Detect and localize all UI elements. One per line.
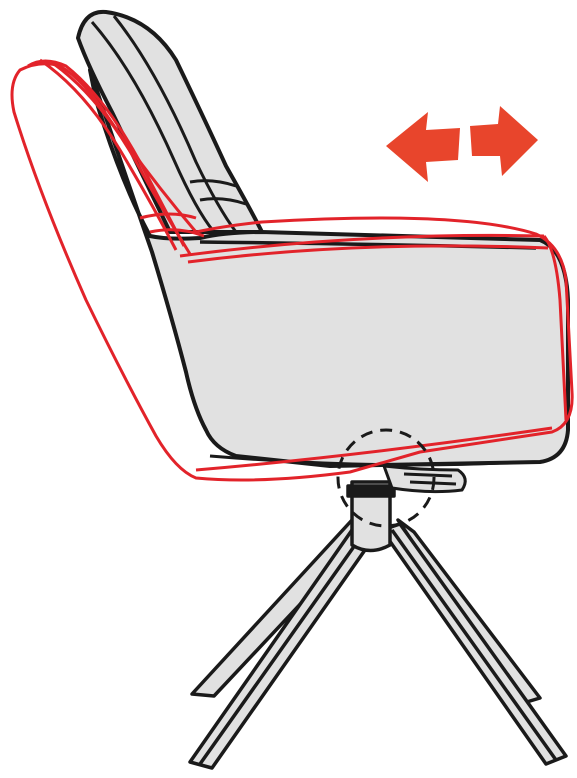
- swivel-mechanism: [384, 466, 465, 492]
- arrow-right: [470, 106, 538, 176]
- double-horizontal-arrow-icon: [386, 106, 538, 182]
- leg-rear-right: [398, 520, 540, 704]
- post-collar: [348, 486, 394, 496]
- arrow-left: [386, 112, 460, 182]
- chair-legs: [190, 520, 566, 768]
